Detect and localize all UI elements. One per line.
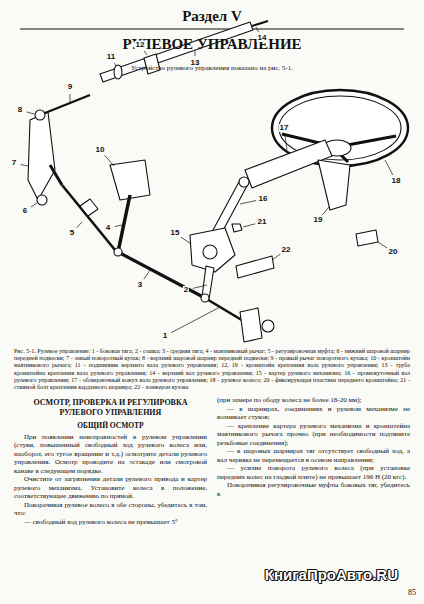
leader-line xyxy=(114,63,116,66)
body-paragraph: (при замере по ободу колеса не более 18-… xyxy=(217,396,410,405)
leader-line xyxy=(285,135,287,150)
callout-number: 18 xyxy=(391,177,402,185)
callout-number: 12 xyxy=(135,41,146,49)
callout-number: 11 xyxy=(106,53,116,61)
callout-number: 17 xyxy=(279,124,290,132)
leader-line xyxy=(27,112,34,114)
callout-number: 6 xyxy=(22,207,28,215)
leader-line xyxy=(144,270,150,279)
body-paragraph: — в шаровых шарнирах тяг отсутствует сво… xyxy=(217,447,410,464)
body-paragraph: — в шарнирах, соединениях и рулевом меха… xyxy=(217,405,410,422)
callout-number: 16 xyxy=(258,195,269,203)
leader-line xyxy=(181,237,191,244)
leader-line xyxy=(31,203,37,207)
section-heading: ОСМОТР, ПРОВЕРКА И РЕГУЛИРОВКА РУЛЕВОГО … xyxy=(14,398,207,418)
body-paragraph: При появлении неисправностей в рулевом у… xyxy=(14,433,207,476)
watermark: КнигаПроАвто.RU xyxy=(265,566,398,583)
leader-line xyxy=(105,155,114,166)
figure-caption: Рис. 5-1. Рулевое управление: 1 - бокова… xyxy=(14,348,410,391)
leader-line xyxy=(171,307,220,333)
leader-line xyxy=(115,225,122,227)
body-paragraph: — усилие поворота рулевого колеса (при у… xyxy=(217,464,410,481)
callout-number: 1 xyxy=(162,332,168,340)
callout-number: 8 xyxy=(17,106,23,114)
body-paragraph: — крепление картера рулевого механизма и… xyxy=(217,422,410,448)
leader-line xyxy=(193,285,207,288)
subsection-heading: ОБЩИЙ ОСМОТР xyxy=(14,421,207,430)
intro-line: Устройство рулевого управления показано … xyxy=(0,64,424,72)
text-column: ОСМОТР, ПРОВЕРКА И РЕГУЛИРОВКА РУЛЕВОГО … xyxy=(14,396,207,526)
callout-number: 7 xyxy=(11,159,17,167)
callout-number: 9 xyxy=(67,83,73,91)
section-header: Раздел V xyxy=(0,8,424,25)
callout-number: 10 xyxy=(95,146,106,154)
leader-line xyxy=(378,242,387,248)
callout-number: 19 xyxy=(313,216,324,224)
page-number: 85 xyxy=(408,588,416,597)
page-title: РУЛЕВОЕ УПРАВЛЕНИЕ xyxy=(0,36,424,53)
leader-line xyxy=(323,207,330,215)
body-paragraph: Поворачивая регулировочные муфты боковых… xyxy=(217,481,410,498)
callout-number: 15 xyxy=(170,229,181,237)
leader-line xyxy=(240,201,256,205)
leader-lines xyxy=(21,27,393,333)
body-paragraph: — свободный ход рулевого колеса не превы… xyxy=(14,518,207,527)
leader-line xyxy=(243,224,255,227)
callout-number: 22 xyxy=(281,246,292,254)
text-column: (при замере по ободу колеса не более 18-… xyxy=(217,396,410,498)
callout-number: 4 xyxy=(105,224,111,232)
callout-number: 2 xyxy=(183,286,189,294)
leader-line xyxy=(77,222,82,228)
callout-number: 13 xyxy=(190,59,201,67)
callout-number: 21 xyxy=(257,218,268,226)
body-paragraph: Очистите от загрязнения детали рулевого … xyxy=(14,475,207,501)
leader-line xyxy=(21,165,28,167)
callout-number: 3 xyxy=(137,281,143,289)
leader-line xyxy=(70,94,71,102)
callout-number: 14 xyxy=(257,34,268,42)
leader-line xyxy=(385,160,393,175)
leader-line xyxy=(272,254,280,260)
callout-number: 5 xyxy=(69,229,75,237)
callout-number: 20 xyxy=(388,248,399,256)
body-paragraph: Поворачивая рулевое колесо в обе стороны… xyxy=(14,501,207,518)
leader-line xyxy=(256,27,259,32)
